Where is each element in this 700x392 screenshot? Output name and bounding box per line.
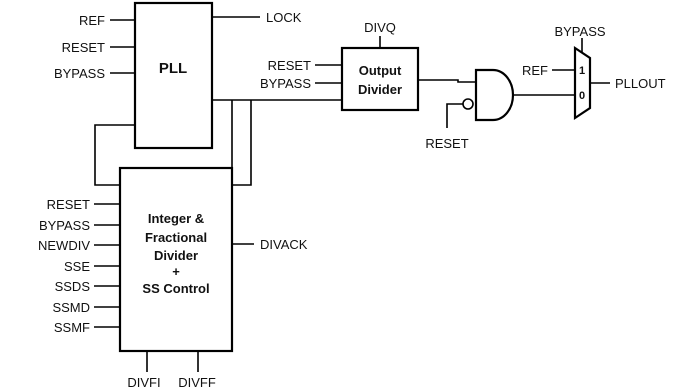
divider-input-bypass: BYPASS (39, 218, 90, 233)
mux-input-1: 1 (579, 65, 585, 77)
and-gate-shape (474, 68, 515, 122)
mux-input-0: 0 (579, 90, 585, 102)
divider-bottom-divff: DIVFF (178, 375, 216, 390)
divider-input-reset: RESET (47, 197, 90, 212)
pll-out-to-divider-wire (232, 100, 252, 186)
pll-input-ref: REF (79, 13, 105, 28)
divider-input-newdiv: NEWDIV (38, 238, 90, 253)
output-divider-title-2: Divider (358, 82, 402, 97)
output-divider-divq: DIVQ (364, 20, 396, 35)
divider-title-5: SS Control (142, 281, 209, 296)
divider-title-1: Integer & (148, 211, 204, 226)
divider-input-ssmf: SSMF (54, 320, 90, 335)
divider-input-ssds: SSDS (55, 279, 91, 294)
gate-reset-wire (446, 103, 463, 128)
output-divider-block: Output Divider DIVQ RESET BYPASS (260, 20, 476, 112)
mux-select-label: BYPASS (554, 24, 605, 39)
output-divider-input-bypass: BYPASS (260, 76, 311, 91)
pll-title: PLL (159, 60, 187, 77)
and-gate: RESET (425, 68, 575, 151)
mux-shape (573, 45, 592, 121)
mux-output-label: PLLOUT (615, 76, 666, 91)
divider-title-4: + (172, 264, 180, 279)
mux-ref-label: REF (522, 63, 548, 78)
divider-input-ssmd: SSMD (52, 300, 90, 315)
pll-box (133, 1, 214, 150)
pll-input-bypass: BYPASS (54, 66, 105, 81)
and-gate-invert-bubble (462, 98, 474, 110)
divider-block: Integer & Fractional Divider + SS Contro… (38, 166, 308, 390)
output-divider-title-1: Output (359, 63, 402, 78)
divider-input-sse: SSE (64, 259, 90, 274)
od-to-gate-wire (418, 79, 476, 83)
divider-feedback-wire (94, 124, 135, 186)
pll-input-reset: RESET (62, 40, 105, 55)
divider-box (118, 166, 234, 353)
divider-output-divack: DIVACK (260, 237, 308, 252)
divider-title-2: Fractional (145, 230, 207, 245)
output-divider-input-reset: RESET (268, 58, 311, 73)
divider-title-3: Divider (154, 248, 198, 263)
pll-output-lock: LOCK (266, 10, 302, 25)
pll-block: PLL REF RESET BYPASS LOCK (54, 1, 302, 150)
mux: BYPASS REF 1 0 PLLOUT (522, 24, 666, 121)
divider-bottom-divfi: DIVFI (127, 375, 160, 390)
gate-reset-label: RESET (425, 136, 468, 151)
output-divider-box (340, 46, 420, 112)
